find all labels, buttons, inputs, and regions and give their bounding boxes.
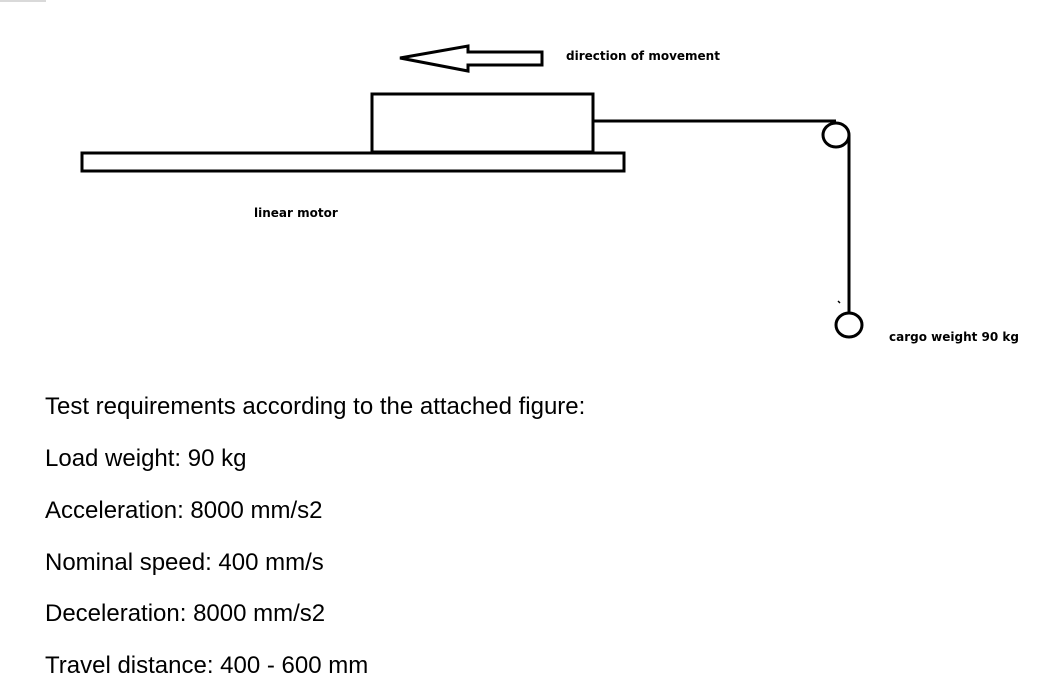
requirement-load-weight: Load weight: 90 kg <box>45 445 247 472</box>
motor-carriage <box>370 92 595 154</box>
linear-motor-diagram: direction of movement linear motor cargo… <box>80 44 1019 344</box>
motor-rail <box>80 151 626 173</box>
cargo-weight-icon <box>834 311 864 339</box>
cable-tick-mark <box>837 300 841 304</box>
requirements-heading: Test requirements according to the attac… <box>45 393 586 420</box>
requirement-deceleration: Deceleration: 8000 mm/s2 <box>45 600 326 627</box>
direction-label: direction of movement <box>566 49 720 63</box>
requirement-travel-distance: Travel distance: 400 - 600 mm <box>45 652 369 679</box>
requirement-nominal-speed: Nominal speed: 400 mm/s <box>45 549 324 576</box>
requirement-acceleration: Acceleration: 8000 mm/s2 <box>45 497 323 524</box>
cargo-label: cargo weight 90 kg <box>889 330 1019 344</box>
corner-mark <box>0 0 46 2</box>
motor-label: linear motor <box>254 206 338 220</box>
pulley-icon <box>821 121 851 149</box>
left-arrow-icon <box>399 44 544 73</box>
